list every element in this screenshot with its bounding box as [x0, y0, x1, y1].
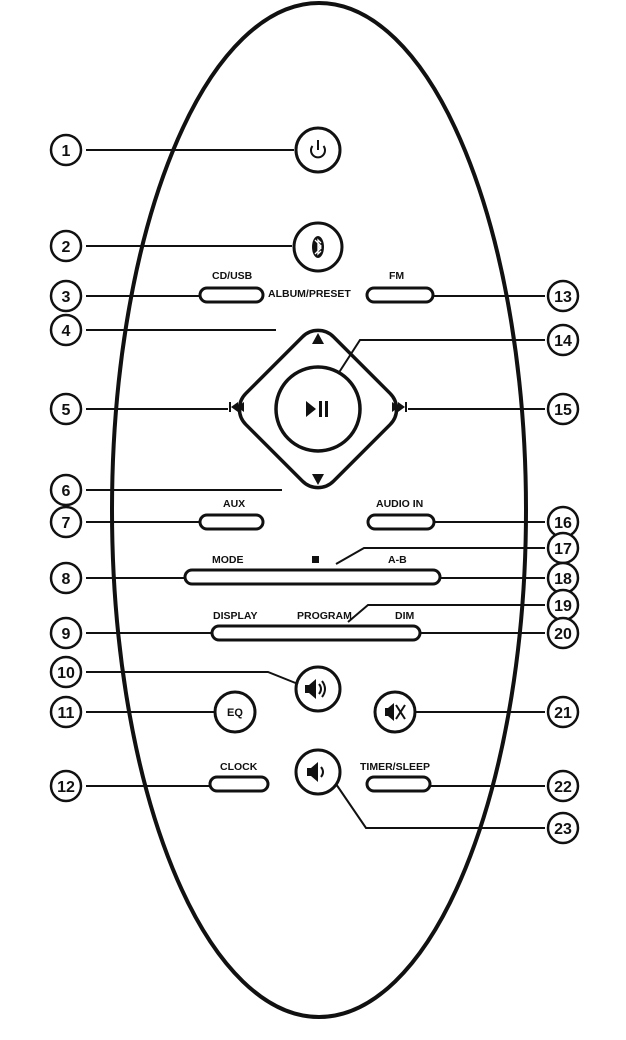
down-arrow-icon[interactable] — [312, 474, 324, 485]
callout-10: 10 — [49, 655, 83, 689]
callout-12: 12 — [49, 769, 83, 803]
stop-icon — [312, 556, 319, 563]
timer-sleep-button[interactable] — [365, 775, 432, 793]
callout-14: 14 — [546, 323, 580, 357]
callout-21: 21 — [546, 695, 580, 729]
callout-11: 11 — [49, 695, 83, 729]
aux-label: AUX — [223, 498, 245, 510]
volume-up-button[interactable] — [294, 665, 342, 713]
clock-label: CLOCK — [220, 761, 258, 773]
callout-7: 7 — [49, 505, 83, 539]
svg-text:10: 10 — [57, 665, 75, 682]
play-pause-button[interactable] — [274, 365, 362, 453]
svg-text:1: 1 — [62, 143, 71, 160]
bluetooth-icon — [312, 236, 324, 258]
callout-15: 15 — [546, 392, 580, 426]
callout-19: 19 — [546, 588, 580, 622]
svg-text:20: 20 — [554, 626, 572, 643]
svg-text:17: 17 — [554, 541, 572, 558]
svg-text:3: 3 — [62, 289, 71, 306]
callout-6: 6 — [49, 473, 83, 507]
aux-button[interactable] — [198, 513, 265, 531]
callout-2: 2 — [49, 229, 83, 263]
callout-9: 9 — [49, 616, 83, 650]
callout-22: 22 — [546, 769, 580, 803]
previous-track-icon[interactable] — [229, 402, 244, 412]
cd-usb-label: CD/USB — [212, 270, 253, 282]
svg-text:16: 16 — [554, 515, 572, 532]
svg-text:4: 4 — [62, 323, 71, 340]
svg-text:14: 14 — [554, 333, 572, 350]
next-track-icon[interactable] — [392, 402, 407, 412]
svg-text:2: 2 — [62, 239, 71, 256]
audio-in-button[interactable] — [366, 513, 436, 531]
callout-8: 8 — [49, 561, 83, 595]
callout-20: 20 — [546, 616, 580, 650]
program-label: PROGRAM — [297, 610, 352, 622]
callout-1: 1 — [49, 133, 83, 167]
mute-button[interactable] — [373, 690, 417, 734]
svg-text:13: 13 — [554, 289, 572, 306]
dim-label: DIM — [395, 610, 415, 622]
mute-icon — [385, 703, 406, 721]
svg-text:7: 7 — [62, 515, 71, 532]
timer-sleep-label: TIMER/SLEEP — [360, 761, 430, 773]
volume-down-icon — [307, 762, 324, 782]
svg-text:6: 6 — [62, 483, 71, 500]
mode-stop-ab-bar[interactable] — [183, 568, 442, 586]
callout-5: 5 — [49, 392, 83, 426]
callout-4: 4 — [49, 313, 83, 347]
callout-23: 23 — [546, 811, 580, 845]
svg-text:18: 18 — [554, 571, 572, 588]
svg-text:12: 12 — [57, 779, 75, 796]
svg-text:22: 22 — [554, 779, 572, 796]
a-b-label: A-B — [388, 554, 407, 566]
fm-label: FM — [389, 270, 404, 282]
svg-text:15: 15 — [554, 402, 572, 419]
callout-17: 17 — [546, 531, 580, 565]
svg-text:11: 11 — [58, 705, 75, 722]
cd-usb-button[interactable] — [198, 286, 265, 304]
fm-button[interactable] — [365, 286, 435, 304]
power-icon — [310, 140, 326, 159]
display-label: DISPLAY — [213, 610, 258, 622]
album-preset-label: ALBUM/PRESET — [268, 288, 351, 300]
svg-text:9: 9 — [62, 626, 71, 643]
svg-text:5: 5 — [62, 402, 71, 419]
volume-up-icon — [305, 679, 326, 699]
callout-3: 3 — [49, 279, 83, 313]
clock-button[interactable] — [208, 775, 270, 793]
eq-label: EQ — [227, 707, 243, 719]
mode-label: MODE — [212, 554, 244, 566]
svg-text:8: 8 — [62, 571, 71, 588]
svg-text:23: 23 — [554, 821, 572, 838]
audio-in-label: AUDIO IN — [376, 498, 423, 510]
play-pause-icon — [306, 401, 328, 417]
display-program-dim-bar[interactable] — [210, 624, 422, 642]
callout-13: 13 — [546, 279, 580, 313]
up-arrow-icon[interactable] — [312, 333, 324, 344]
callout-leader-lines — [86, 149, 545, 829]
svg-text:19: 19 — [554, 598, 572, 615]
svg-text:21: 21 — [554, 705, 572, 722]
remote-body — [110, 1, 528, 1019]
callout-18: 18 — [546, 561, 580, 595]
